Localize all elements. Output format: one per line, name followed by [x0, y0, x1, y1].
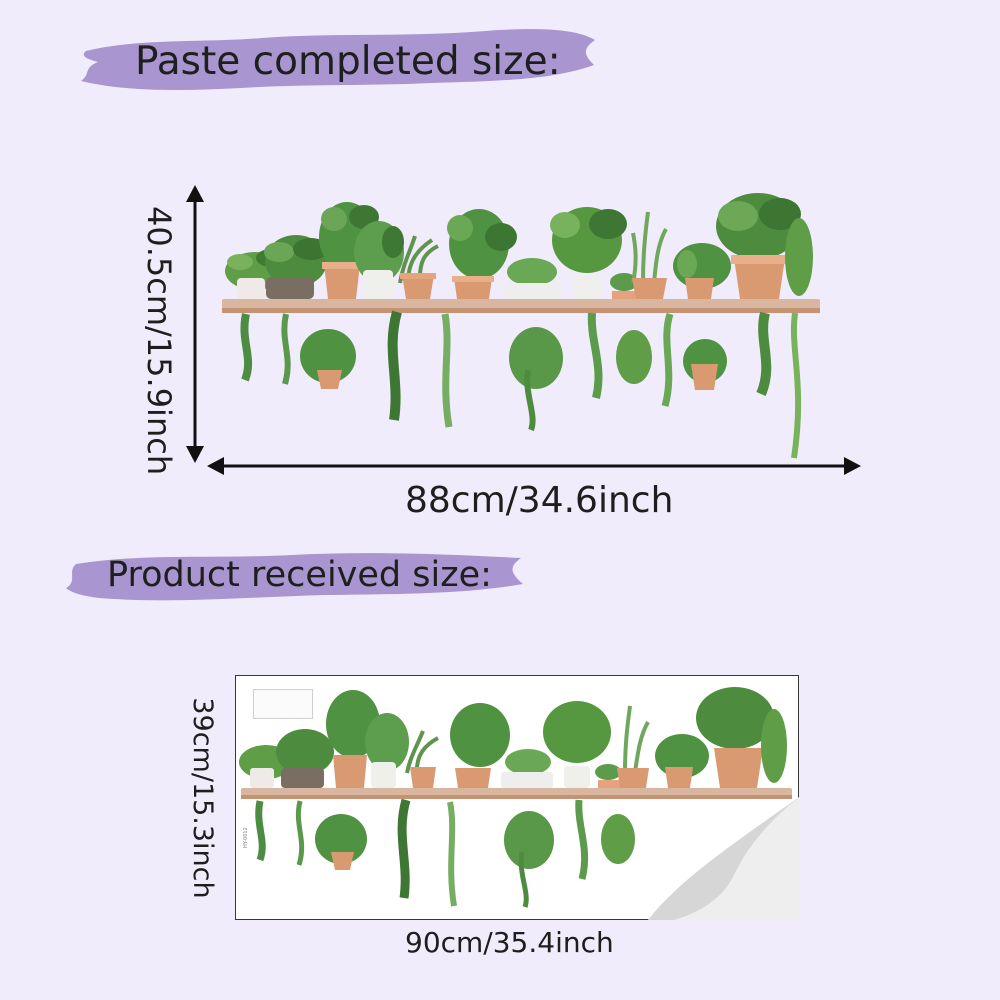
- completed-size-brush: [81, 29, 595, 91]
- received-size-label: Product received size:: [107, 555, 492, 595]
- potted-plants-top-row: [225, 193, 813, 299]
- received-potted-plants: [239, 687, 787, 788]
- completed-width-arrow: [207, 457, 861, 475]
- hanging-vines: [240, 310, 802, 459]
- received-shelf-board: [241, 788, 792, 799]
- received-size-brush: [66, 553, 523, 601]
- completed-height-arrow: [186, 185, 204, 463]
- plant-shelf-wall-decal: [222, 193, 820, 459]
- shelf-board: [222, 299, 820, 313]
- received-height-dimension: 39cm/15.3inch: [187, 697, 218, 899]
- completed-width-dimension: 88cm/34.6inch: [405, 480, 674, 521]
- received-width-dimension: 90cm/35.4inch: [405, 926, 614, 959]
- completed-height-dimension: 40.5cm/15.9inch: [140, 206, 178, 476]
- received-plant-decal-art: [239, 687, 799, 920]
- peeled-corner-shadow: [648, 797, 799, 920]
- completed-size-label: Paste completed size:: [135, 39, 561, 84]
- sheet-thumbnail-preview: [253, 689, 313, 719]
- received-hanging-vines: [255, 798, 635, 908]
